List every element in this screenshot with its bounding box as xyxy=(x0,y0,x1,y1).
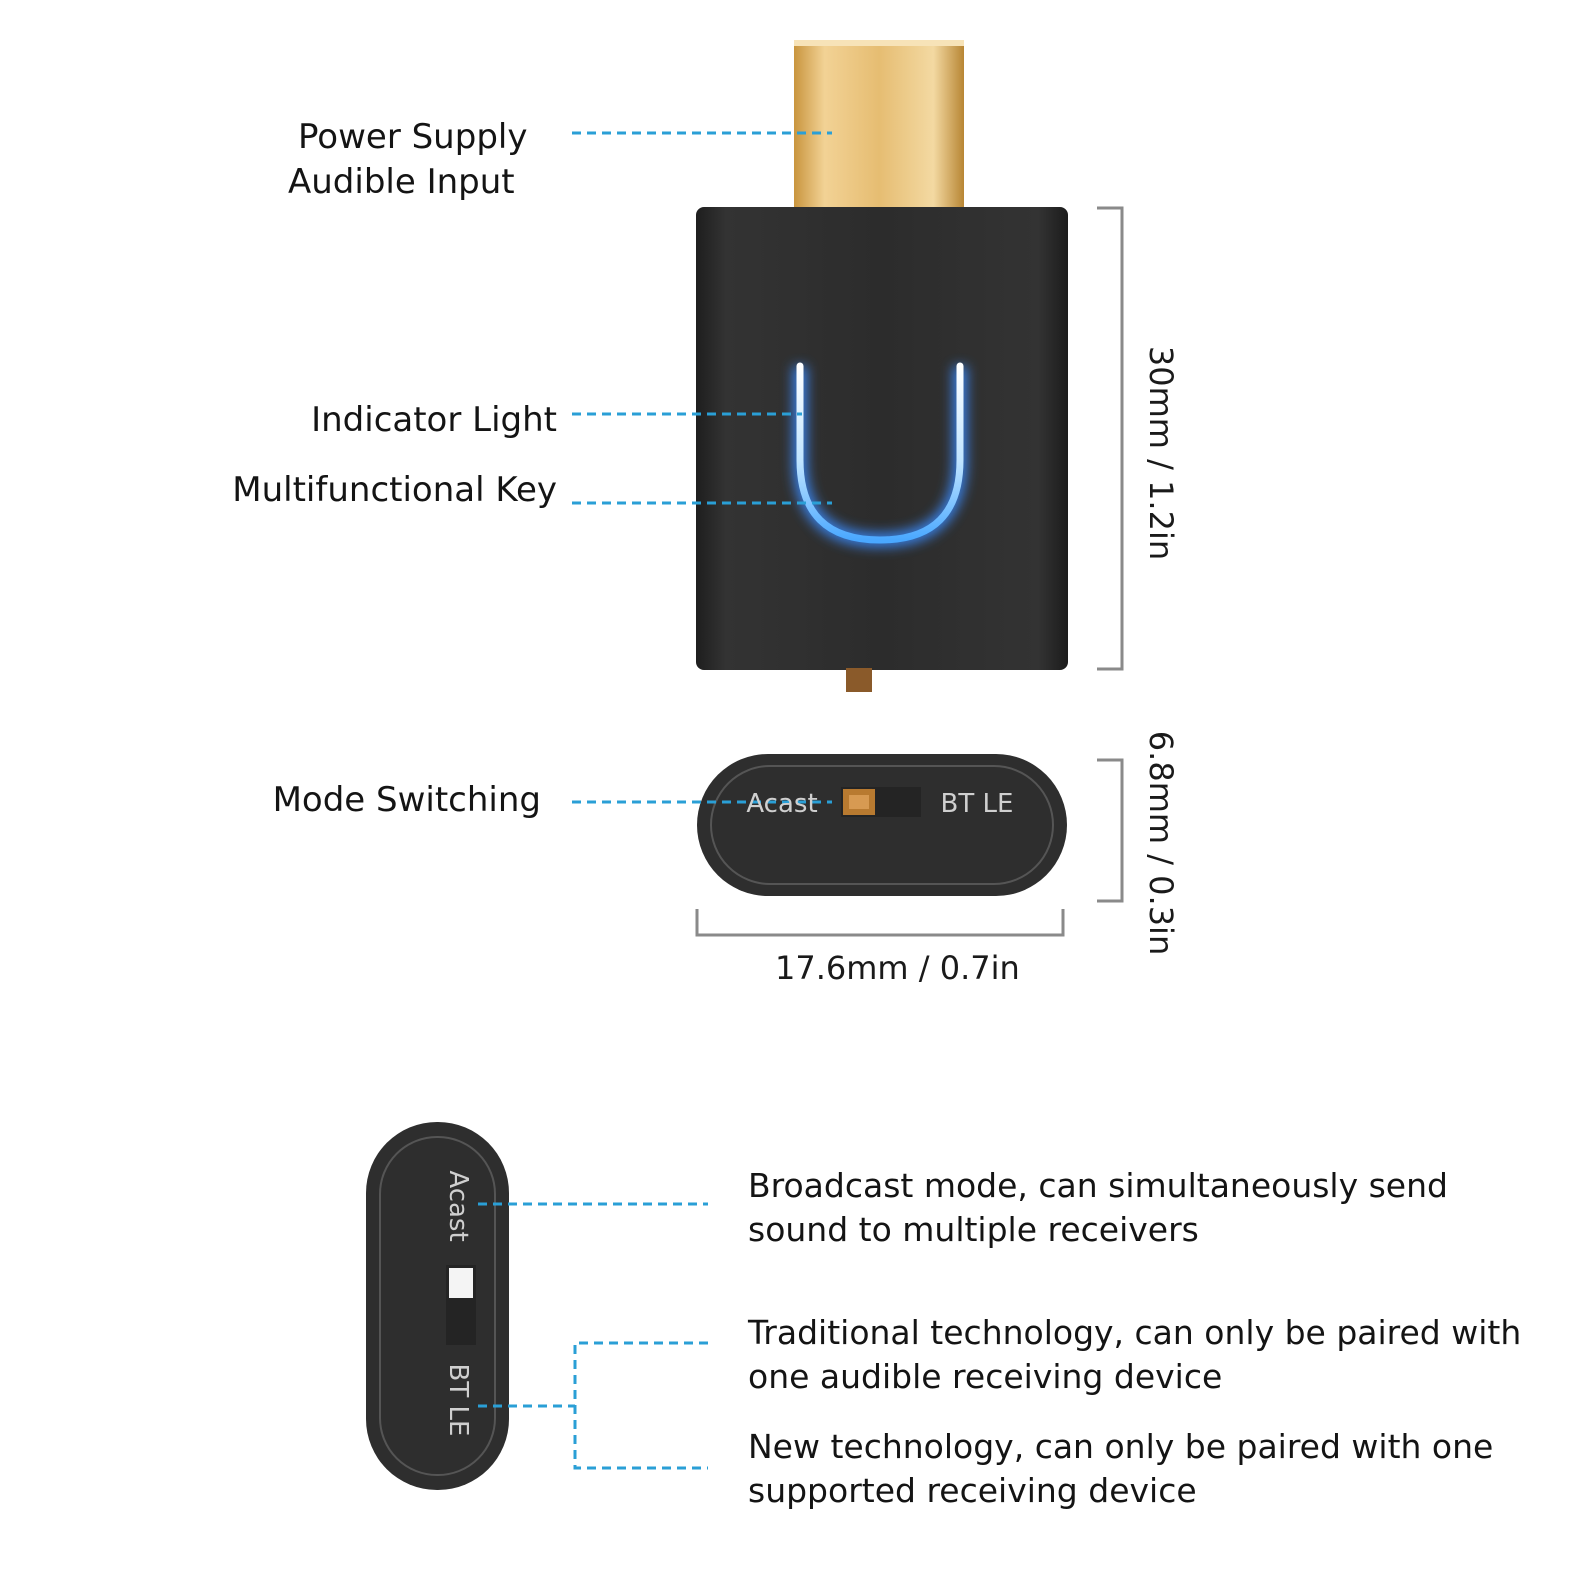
dimension-brackets xyxy=(695,206,1124,937)
dimension-length: 30mm / 1.2in xyxy=(1142,346,1180,560)
usb-c-connector xyxy=(794,40,964,212)
dimension-width: 17.6mm / 0.7in xyxy=(775,949,1020,987)
mode-traditional-desc-line2: one audible receiving device xyxy=(748,1357,1223,1396)
mode-acast-desc-line2: sound to multiple receivers xyxy=(748,1210,1199,1249)
switch-label-acast-vertical: Acast xyxy=(443,1170,473,1241)
callout-lines xyxy=(478,131,832,1470)
mode-le-desc-line1: New technology, can only be paired with … xyxy=(748,1427,1494,1466)
indicator-light xyxy=(793,362,967,548)
label-multifunctional-key: Multifunctional Key xyxy=(232,470,557,510)
device-side-view xyxy=(366,1122,509,1490)
mode-traditional-desc-line1: Traditional technology, can only be pair… xyxy=(748,1313,1522,1352)
mode-le-desc-line2: supported receiving device xyxy=(748,1471,1197,1510)
switch-label-acast-horizontal: Acast xyxy=(746,789,817,819)
switch-label-btle-horizontal: BT LE xyxy=(941,789,1014,819)
device-end-view xyxy=(697,754,1067,896)
label-audible-input: Audible Input xyxy=(288,162,515,202)
label-indicator-light: Indicator Light xyxy=(311,400,557,440)
label-power-supply: Power Supply xyxy=(298,117,528,157)
dimension-thickness: 6.8mm / 0.3in xyxy=(1142,731,1180,955)
mode-acast-desc-line1: Broadcast mode, can simultaneously send xyxy=(748,1166,1448,1205)
adapter-body xyxy=(696,207,1068,692)
label-mode-switching: Mode Switching xyxy=(272,780,541,820)
switch-label-btle-vertical: BT LE xyxy=(443,1364,473,1437)
